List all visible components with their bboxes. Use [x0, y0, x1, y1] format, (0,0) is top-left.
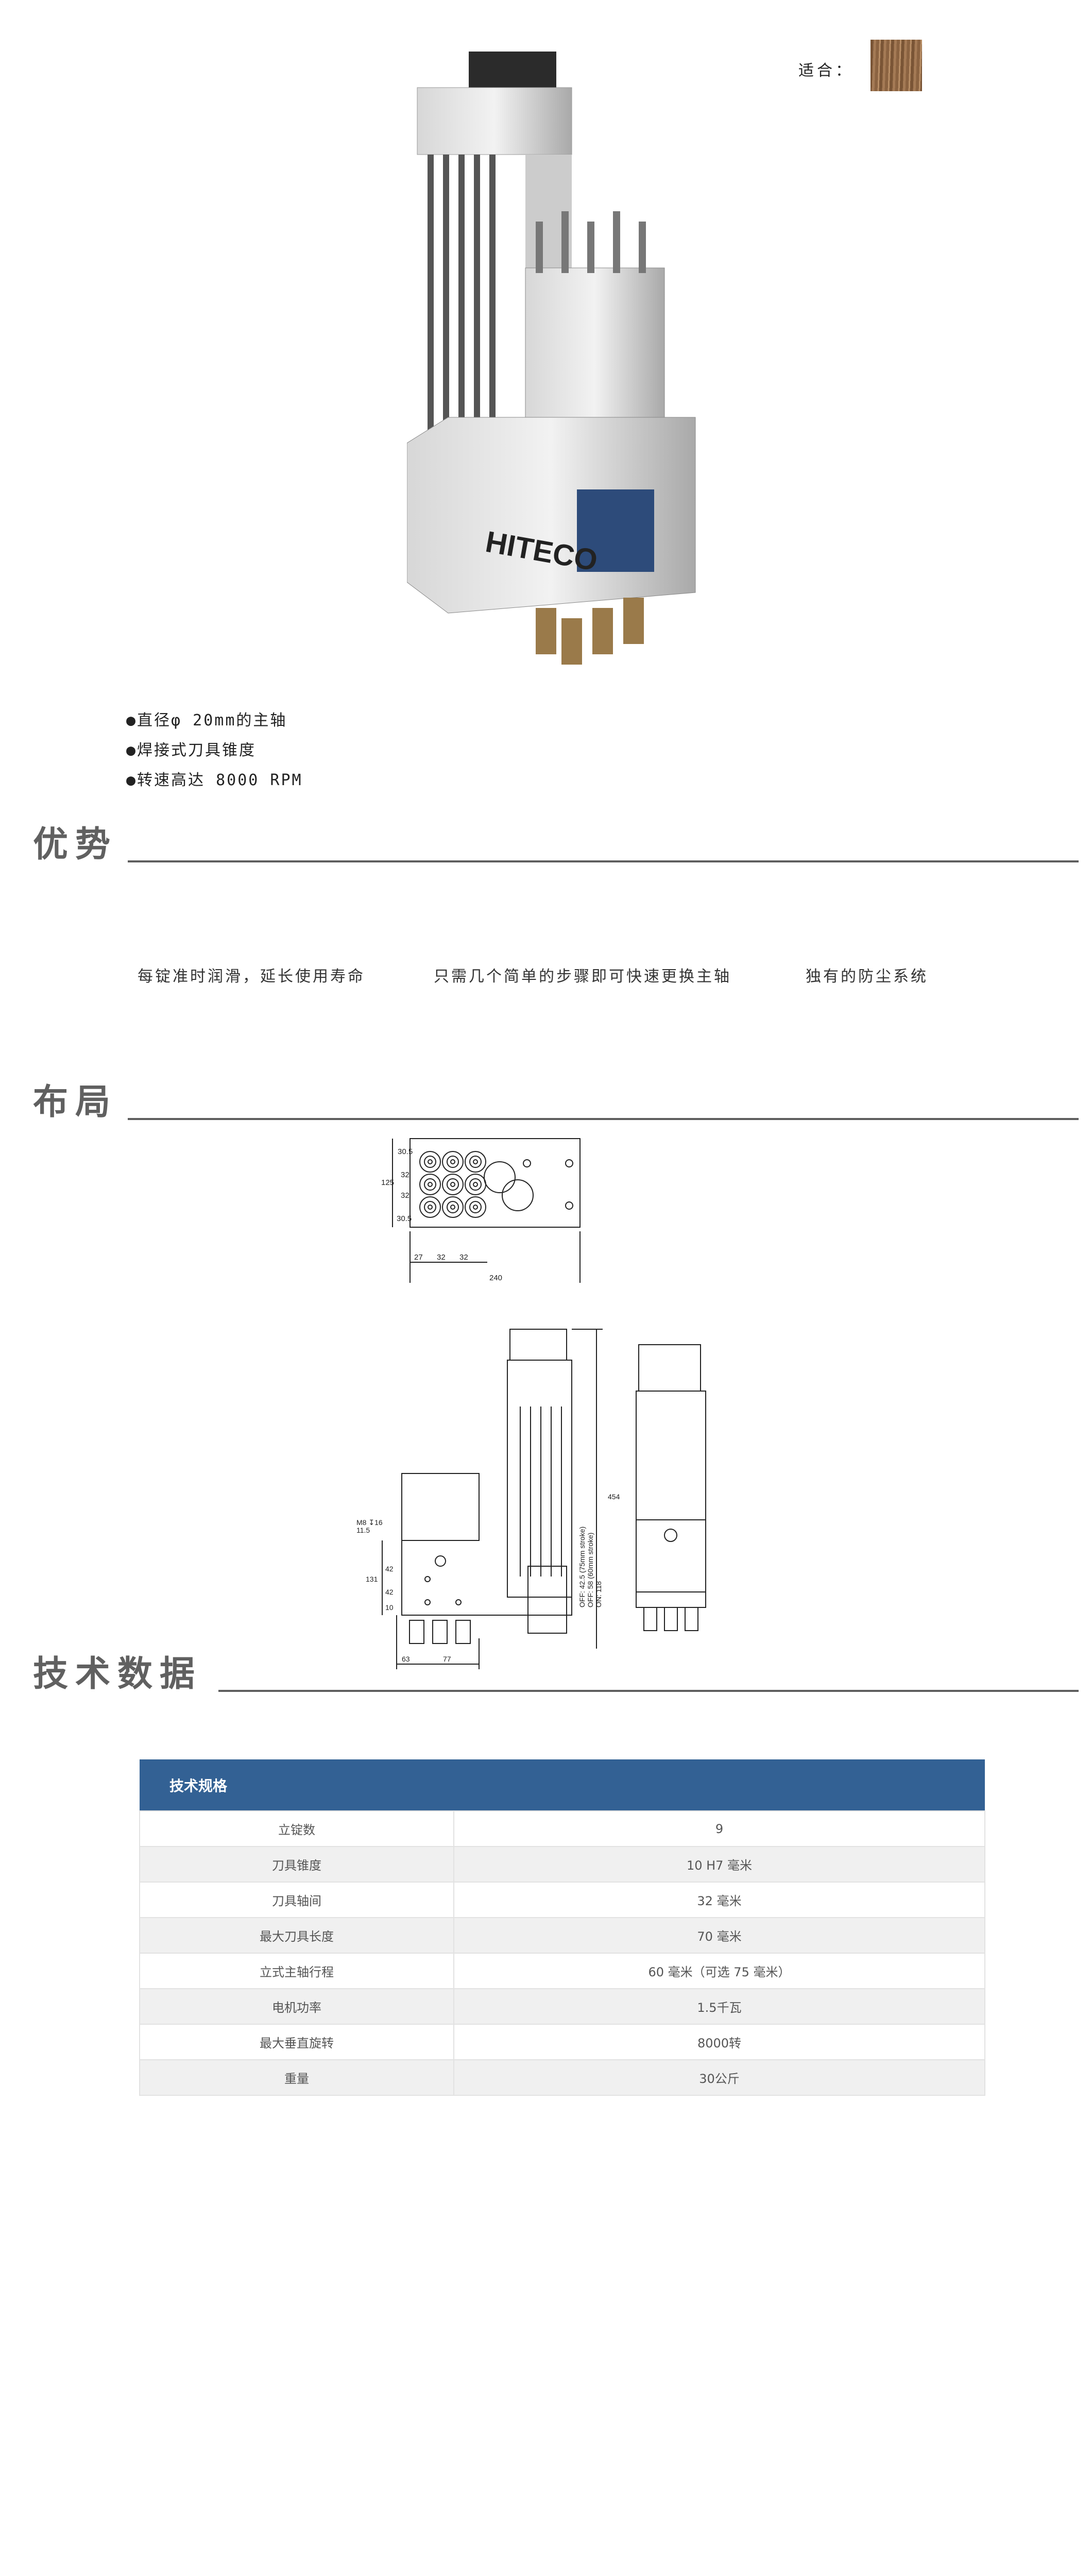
spec-key: 重量: [139, 2059, 454, 2096]
dim-label: 30.5: [397, 1214, 412, 1223]
dim-label: 32: [401, 1171, 410, 1179]
spec-key: 刀具轴间: [139, 1882, 454, 1918]
spec-value: 9: [453, 1810, 985, 1847]
section-divider: [128, 860, 1079, 862]
advantage-item: 每锭准时润滑，延长使用寿命: [138, 968, 365, 986]
spec-value: 32 毫米: [453, 1882, 985, 1918]
spec-key: 电机功率: [139, 1988, 454, 2025]
dim-label: 63: [402, 1655, 410, 1663]
dim-label: 454: [608, 1493, 620, 1501]
advantages-heading: 优势: [0, 824, 1092, 866]
spec-key: 立锭数: [139, 1810, 454, 1847]
layout-drawing-side-view: M8 ↧16 11.5 131 42 42 10 454 OFF: 42.5 (…: [356, 1329, 706, 1669]
feature-item: ●转速高达 8000 RPM: [126, 771, 303, 789]
feature-item: ●直径φ 20mm的主轴: [126, 711, 287, 730]
dim-label: 11.5: [356, 1526, 370, 1534]
spec-key: 立式主轴行程: [139, 1953, 454, 1989]
spec-key: 最大垂直旋转: [139, 2024, 454, 2060]
spec-value: 10 H7 毫米: [453, 1846, 985, 1883]
dim-label: OFF: 58 (60mm stroke): [586, 1533, 594, 1607]
advantage-item: 独有的防尘系统: [806, 968, 928, 986]
section-title-layout: 布局: [33, 1082, 118, 1123]
dim-label: 32: [401, 1191, 410, 1200]
dim-label: 42: [385, 1588, 394, 1596]
advantage-item: 只需几个简单的步骤即可快速更换主轴: [434, 968, 731, 986]
dim-label: 32: [437, 1253, 446, 1262]
wood-texture-swatch: [871, 40, 922, 91]
dim-label: 77: [443, 1655, 451, 1663]
dim-label: 27: [414, 1253, 423, 1262]
dim-label: OFF: 42.5 (75mm stroke): [578, 1527, 586, 1607]
dim-label: 32: [459, 1253, 468, 1262]
dim-label: 131: [366, 1575, 378, 1583]
spec-key: 最大刀具长度: [139, 1917, 454, 1954]
dim-label: 10: [385, 1603, 394, 1612]
advantage-list: 每锭准时润滑，延长使用寿命 只需几个简单的步骤即可快速更换主轴 独有的防尘系统: [0, 963, 1092, 994]
spec-table-title: 技术规格: [140, 1759, 985, 1811]
spec-value: 70 毫米: [453, 1917, 985, 1954]
section-title-advantages: 优势: [33, 824, 118, 865]
layout-drawing-top-view: 125 30.5 32 32 30.5 27 32 32 240: [381, 1138, 581, 1283]
dim-label: ON: 118: [594, 1581, 603, 1607]
spec-value: 30公斤: [453, 2059, 985, 2096]
dim-label: 30.5: [398, 1147, 413, 1156]
product-header: 适合： HITECO: [0, 0, 1092, 706]
dim-label: 125: [381, 1178, 394, 1187]
dim-label: 42: [385, 1565, 394, 1573]
page: 适合： HITECO ●直径φ 20mm的主轴 ●焊接式刀具锥度 ●转速高达 8…: [0, 0, 1092, 2096]
product-image: HITECO: [407, 52, 696, 665]
spec-value: 60 毫米（可选 75 毫米）: [453, 1953, 985, 1989]
layout-heading: 布局: [0, 1082, 1092, 1123]
spec-key: 刀具锥度: [139, 1846, 454, 1883]
dim-label: 240: [489, 1274, 502, 1282]
tech-data-heading: 技术数据: [0, 1654, 1092, 1695]
spec-value: 1.5千瓦: [453, 1988, 985, 2025]
feature-list: ●直径φ 20mm的主轴 ●焊接式刀具锥度 ●转速高达 8000 RPM: [126, 706, 1092, 795]
section-title-tech-data: 技术数据: [33, 1654, 202, 1694]
suitable-label: 适合：: [798, 62, 854, 80]
section-divider: [218, 1690, 1079, 1692]
feature-item: ●焊接式刀具锥度: [126, 741, 257, 759]
dim-label: M8 ↧16: [356, 1518, 383, 1527]
section-divider: [128, 1118, 1079, 1120]
spec-value: 8000转: [453, 2024, 985, 2060]
